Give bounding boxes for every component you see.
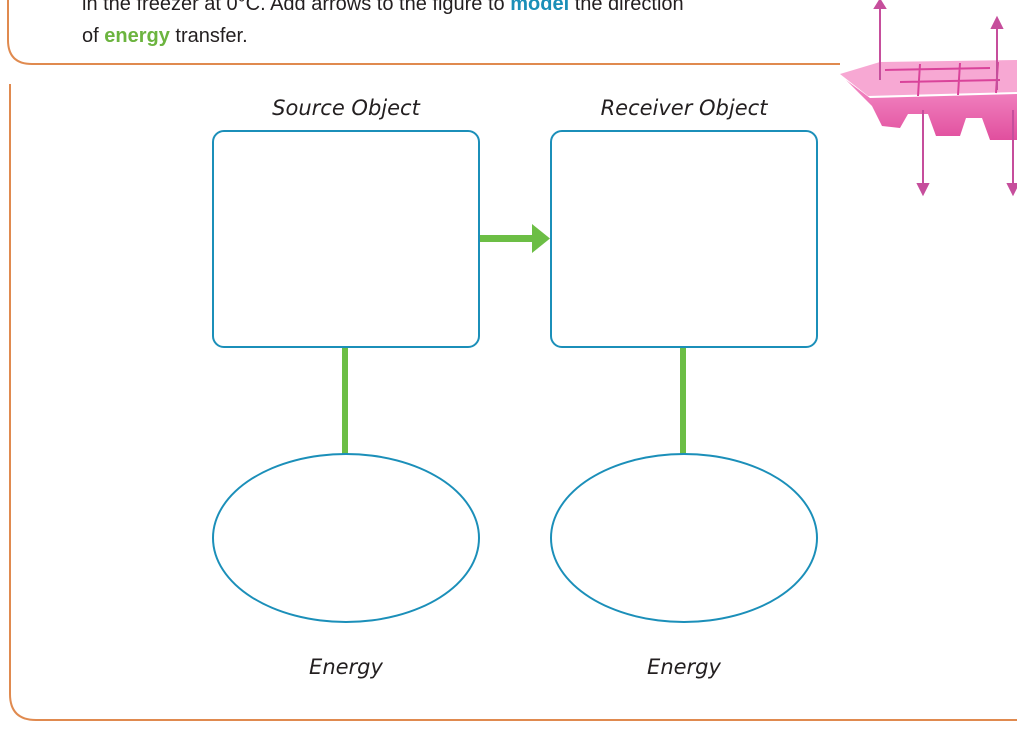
source-connector-line xyxy=(342,348,348,455)
instruction-text-part: of xyxy=(82,25,105,47)
instruction-text-part: in the freezer at 0°C. Add arrows to the… xyxy=(82,0,511,15)
receiver-object-box[interactable] xyxy=(550,130,818,348)
instruction-text-part: the direction xyxy=(569,0,684,15)
instruction-text-part: transfer. xyxy=(169,25,248,47)
instruction-line-2: of energy transfer. xyxy=(82,20,842,52)
keyword-model: model xyxy=(510,0,570,15)
source-energy-ellipse[interactable] xyxy=(212,453,480,623)
receiver-energy-label: Energy xyxy=(647,655,721,679)
source-object-box[interactable] xyxy=(212,130,480,348)
source-object-label: Source Object xyxy=(272,96,420,120)
receiver-energy-ellipse[interactable] xyxy=(550,453,818,623)
instruction-line-1: in the freezer at 0°C. Add arrows to the… xyxy=(82,0,842,20)
instruction-text: in the freezer at 0°C. Add arrows to the… xyxy=(82,0,842,52)
source-energy-label: Energy xyxy=(309,655,383,679)
receiver-object-label: Receiver Object xyxy=(600,96,768,120)
receiver-connector-line xyxy=(680,348,686,455)
keyword-energy: energy xyxy=(104,25,170,47)
